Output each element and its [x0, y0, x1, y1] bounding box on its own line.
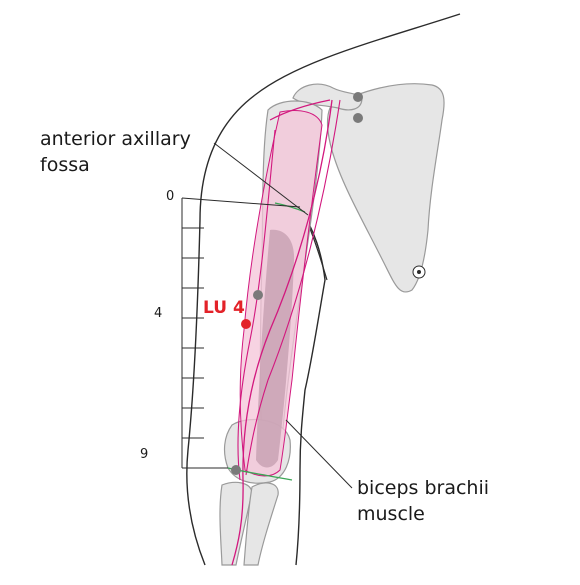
ulna-bone	[243, 482, 279, 566]
measurement-ruler	[181, 197, 301, 469]
acupoint-lu4-label: LU 4	[203, 298, 245, 318]
ruler-label-0: 0	[166, 189, 174, 204]
scapula-bone	[326, 83, 445, 293]
acupoint-lu4	[241, 319, 251, 329]
biceps-tendon	[269, 99, 331, 121]
anatomy-point-elbow	[231, 465, 241, 475]
meridian-line-2	[245, 99, 341, 476]
body-outline-back	[186, 13, 461, 566]
biceps-leader-line	[285, 419, 353, 489]
label-anterior-axillary-line2: fossa	[40, 154, 90, 176]
meridian-line-3	[237, 129, 276, 481]
anatomy-point-coracoid	[353, 113, 363, 123]
label-anterior-axillary-line1: anterior axillary	[40, 128, 191, 150]
ruler-label-4: 4	[154, 306, 162, 321]
arm-outline-inner	[295, 204, 326, 566]
anatomy-point-acromion	[353, 92, 363, 102]
anatomy-point-biceps	[253, 290, 263, 300]
meridian-line-1	[231, 99, 333, 566]
label-biceps-line1: biceps brachii	[357, 477, 489, 499]
axillary-leader-line	[213, 142, 309, 216]
ruler-label-9: 9	[140, 447, 148, 462]
label-biceps-line2: muscle	[357, 503, 425, 525]
scapula-angle-marker-center	[417, 270, 421, 274]
biceps-belly	[256, 229, 295, 468]
